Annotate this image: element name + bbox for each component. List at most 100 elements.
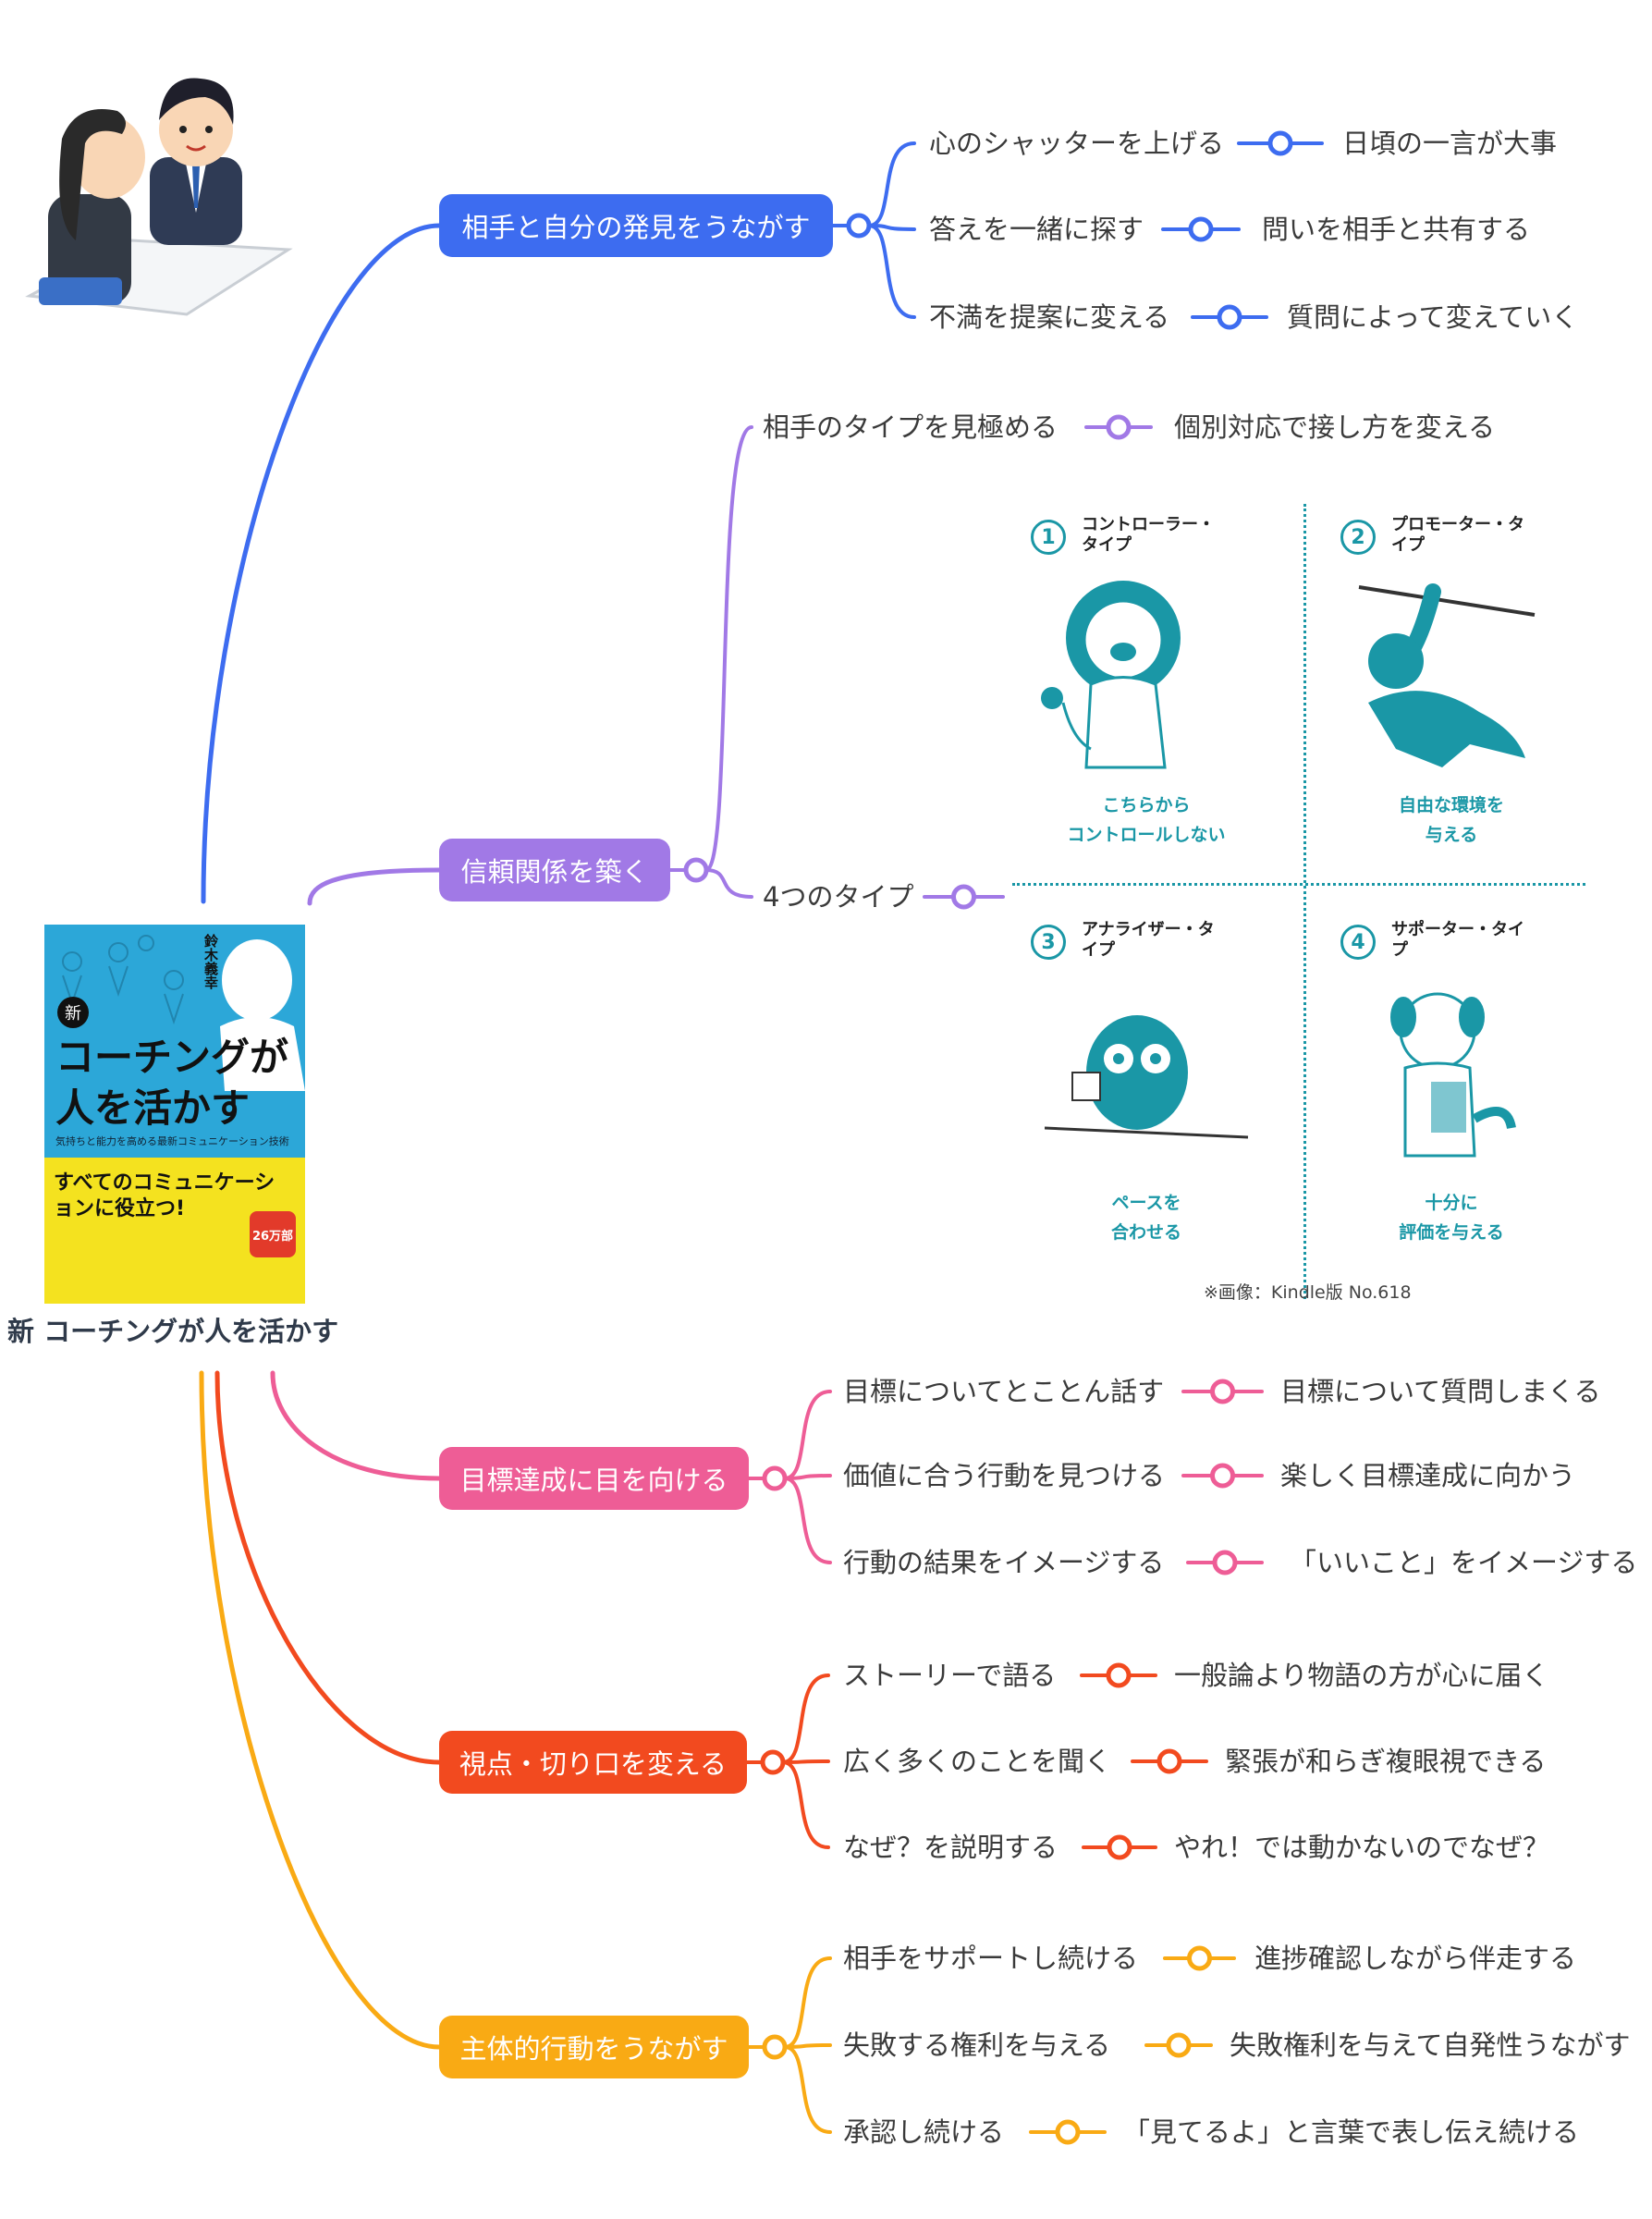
branch-connector xyxy=(307,867,442,906)
leaf-detail[interactable]: やれ！では動かないのでなぜ？ xyxy=(1174,1832,1550,1863)
type-caption: ペースを 合わせる xyxy=(1035,1188,1257,1247)
leaf-link-ring xyxy=(1055,2119,1081,2145)
leaf-topic[interactable]: ストーリーで語る xyxy=(843,1660,1057,1691)
leaf-topic[interactable]: 相手をサポートし続ける xyxy=(843,1943,1139,1974)
type-number: 4 xyxy=(1340,925,1376,960)
type-caption-text: こちらから コントロールしない xyxy=(1067,795,1226,845)
type-number: 2 xyxy=(1340,520,1376,555)
leaf-detail[interactable]: 日頃の一言が大事 xyxy=(1342,128,1558,159)
types-divider-vertical xyxy=(1303,504,1306,1299)
leaf-topic[interactable]: 相手のタイプを見極める xyxy=(763,411,1059,443)
book-band-text: すべてのコミュニケーションに役立つ! xyxy=(54,1171,275,1220)
leaf-link-ring xyxy=(1217,304,1242,330)
branch-hub-ring xyxy=(683,857,709,883)
leaf-connector xyxy=(867,224,916,319)
leaf-link-ring xyxy=(1107,1834,1132,1860)
leaf-link-ring xyxy=(1210,1379,1235,1404)
leaf-detail[interactable]: 楽しく目標達成に向かう xyxy=(1280,1460,1576,1491)
leaf-link-ring xyxy=(1106,1662,1132,1688)
dog-icon xyxy=(1390,992,1516,1158)
leaf-link-ring xyxy=(1210,1463,1235,1489)
leaf-link-ring xyxy=(1212,1550,1238,1575)
branch-goal[interactable]: 目標達成に目を向ける xyxy=(439,1447,749,1510)
leaf-topic[interactable]: 4つのタイプ xyxy=(763,881,914,913)
leaf-topic[interactable]: 失敗する権利を与える xyxy=(843,2029,1111,2061)
monkey-icon xyxy=(1358,583,1536,767)
branch-proactive[interactable]: 主体的行動をうながす xyxy=(439,2016,749,2078)
leaf-detail[interactable]: 「見てるよ」と言葉で表し伝え続ける xyxy=(1123,2116,1580,2148)
branch-discovery[interactable]: 相手と自分の発見をうながす xyxy=(439,194,833,257)
book-sales-badge: 26万部 xyxy=(250,1211,296,1257)
leaf-connector xyxy=(704,868,753,899)
type-caption: 自由な環境を 与える xyxy=(1340,791,1562,850)
leaf-topic[interactable]: 答えを一緒に探す xyxy=(929,214,1144,245)
leaf-link-ring xyxy=(1156,1748,1182,1774)
leaf-connector xyxy=(781,1759,830,1764)
leaf-connector xyxy=(783,2045,832,2134)
leaf-detail[interactable]: 緊張が和らぎ複眼視できる xyxy=(1225,1746,1547,1777)
branch-connector xyxy=(201,223,442,904)
leaf-connector xyxy=(867,224,916,231)
leaf-link-ring xyxy=(1188,216,1214,242)
type-name: アナライザー・タイプ xyxy=(1082,920,1215,960)
leaf-topic[interactable]: 目標についてとことん話す xyxy=(843,1376,1165,1407)
leaf-detail[interactable]: 個別対応で接し方を変える xyxy=(1174,411,1496,443)
type-name: プロモーター・タイプ xyxy=(1391,515,1524,555)
branch-hub-ring xyxy=(760,1749,786,1775)
leaf-connector xyxy=(867,141,916,227)
branch-hub-ring xyxy=(762,2034,788,2060)
leaf-topic[interactable]: 承認し続ける xyxy=(843,2116,1005,2148)
root-title: 新 コーチングが人を活かす xyxy=(7,1316,339,1347)
leaf-detail[interactable]: 質問によって変えていく xyxy=(1287,301,1579,333)
type-number: 3 xyxy=(1031,925,1066,960)
leaf-topic[interactable]: 行動の結果をイメージする xyxy=(843,1547,1165,1578)
type-caption-text: 十分に 評価を与える xyxy=(1399,1193,1504,1243)
branch-connector xyxy=(214,1370,442,1765)
leaf-connector xyxy=(781,1760,830,1849)
leaf-detail[interactable]: 進捗確認しながら伴走する xyxy=(1254,1943,1577,1974)
type-caption: 十分に 評価を与える xyxy=(1340,1188,1562,1247)
leaf-connector xyxy=(781,1673,830,1764)
leaf-connector xyxy=(783,1956,832,2049)
leaf-detail[interactable]: 「いいこと」をイメージする xyxy=(1290,1547,1638,1578)
meeting-illustration xyxy=(25,78,293,316)
book-title-line2: 人を活かす xyxy=(55,1085,251,1131)
leaf-detail[interactable]: 一般論より物語の方が心に届く xyxy=(1174,1660,1549,1691)
leaf-topic[interactable]: なぜ？を説明する xyxy=(843,1832,1059,1863)
type-caption-text: ペースを 合わせる xyxy=(1110,1193,1181,1243)
leaf-connector xyxy=(783,1390,832,1480)
lion-icon xyxy=(1041,581,1181,769)
leaf-connector xyxy=(783,1477,832,1564)
leaf-connector xyxy=(783,2043,832,2049)
type-name: サポーター・タイプ xyxy=(1391,920,1524,960)
book-title-line1: コーチングが xyxy=(55,1035,289,1080)
leaf-link-ring xyxy=(1187,1945,1212,1971)
leaf-link-ring xyxy=(1267,130,1293,156)
leaf-connector xyxy=(783,1474,832,1480)
branch-hub-ring xyxy=(762,1465,788,1491)
leaf-topic[interactable]: 広く多くのことを聞く xyxy=(843,1746,1112,1777)
leaf-link-ring xyxy=(1106,414,1132,440)
type-caption: こちらから コントロールしない xyxy=(1035,791,1257,850)
leaf-link-ring xyxy=(951,884,976,910)
type-caption-text: 自由な環境を 与える xyxy=(1398,795,1504,845)
leaf-topic[interactable]: 不満を提案に変える xyxy=(929,301,1170,333)
type-name: コントローラー・タイプ xyxy=(1082,515,1215,555)
leaf-connector xyxy=(704,425,753,872)
leaf-link-ring xyxy=(1166,2032,1192,2058)
branch-viewpoint[interactable]: 視点・切り口を変える xyxy=(439,1731,747,1794)
book-cover-doodles xyxy=(62,935,305,1091)
leaf-detail[interactable]: 失敗権利を与えて自発性うながす xyxy=(1230,2029,1631,2061)
branch-connector xyxy=(199,1370,442,2050)
leaf-detail[interactable]: 目標について質問しまくる xyxy=(1280,1376,1601,1407)
image-source-note: ※画像：Kindle版 No.618 xyxy=(1204,1282,1412,1303)
book-subtitle: 気持ちと能力を高める最新コミュニケーション技術 xyxy=(55,1135,289,1147)
book-cover: 新 鈴木義幸 コーチングが 人を活かす 気持ちと能力を高める最新コミュニケーショ… xyxy=(44,925,305,1304)
branch-hub-ring xyxy=(846,213,872,239)
book-author: 鈴木義幸 xyxy=(202,934,219,989)
leaf-topic[interactable]: 心のシャッターを上げる xyxy=(929,128,1225,159)
leaf-topic[interactable]: 価値に合う行動を見つける xyxy=(843,1460,1166,1491)
branch-trust[interactable]: 信頼関係を築く xyxy=(439,839,670,901)
leaf-detail[interactable]: 問いを相手と共有する xyxy=(1262,214,1531,245)
